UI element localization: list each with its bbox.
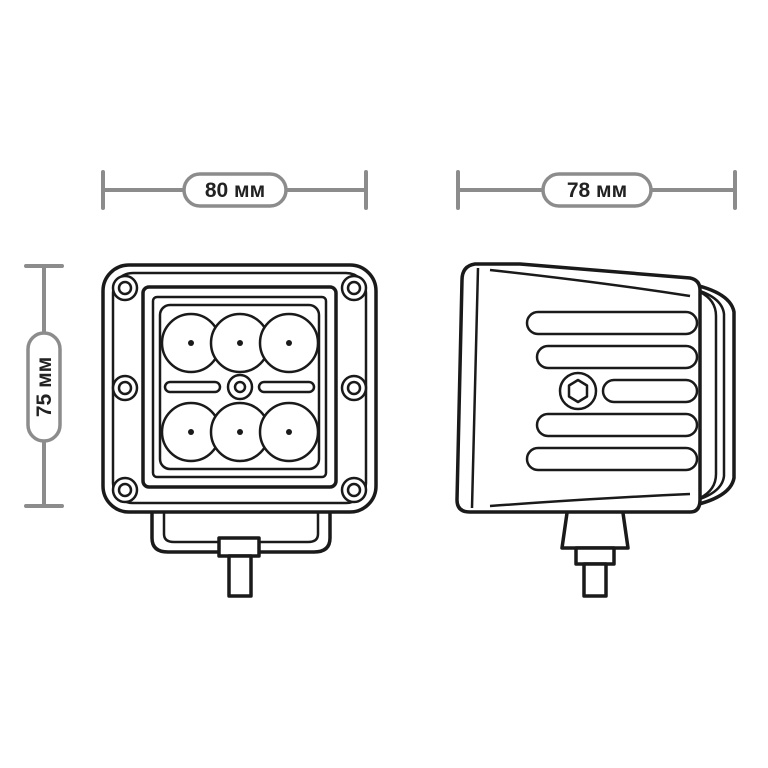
side-rib-1 (525, 310, 699, 336)
height-dim-pill (26, 331, 62, 443)
side-hex-bolt-icon (558, 371, 598, 411)
width-dim-pill (182, 172, 288, 208)
side-top-fin (489, 268, 691, 298)
width-dimension: 80 мм (101, 170, 368, 210)
screw-top-left (111, 274, 139, 302)
width-dim-label: 80 мм (205, 179, 265, 202)
screw-mid-left (111, 374, 139, 402)
front-bolt-stud (227, 554, 253, 598)
led-bottom-right (258, 401, 320, 463)
front-bolt-nut (217, 536, 261, 558)
divider-left (163, 380, 222, 394)
divider-right (257, 380, 316, 394)
side-view (455, 262, 736, 598)
screw-bottom-left (111, 476, 139, 504)
depth-dim-pill (541, 172, 653, 208)
screw-bottom-right (340, 476, 368, 504)
side-rib-2 (535, 344, 699, 370)
screw-mid-right (340, 374, 368, 402)
side-bottom-fin (489, 492, 691, 508)
height-dimension: 75 мм (24, 264, 64, 508)
side-rib-5 (525, 446, 699, 472)
led-bottom-center (209, 401, 271, 463)
side-bezel-edge (470, 267, 480, 509)
led-top-right (258, 312, 320, 374)
side-bolt-stud (582, 562, 608, 598)
side-rib-3 (601, 378, 699, 404)
depth-dim-label: 78 мм (567, 179, 627, 202)
depth-dimension: 78 мм (456, 170, 737, 210)
side-rib-4 (535, 412, 699, 438)
center-screw (226, 373, 254, 401)
front-view (101, 263, 378, 598)
side-bolt-nut (574, 546, 616, 566)
screw-top-right (340, 274, 368, 302)
height-dim-label: 75 мм (33, 357, 56, 417)
side-heatsink-fin-2 (699, 290, 718, 500)
